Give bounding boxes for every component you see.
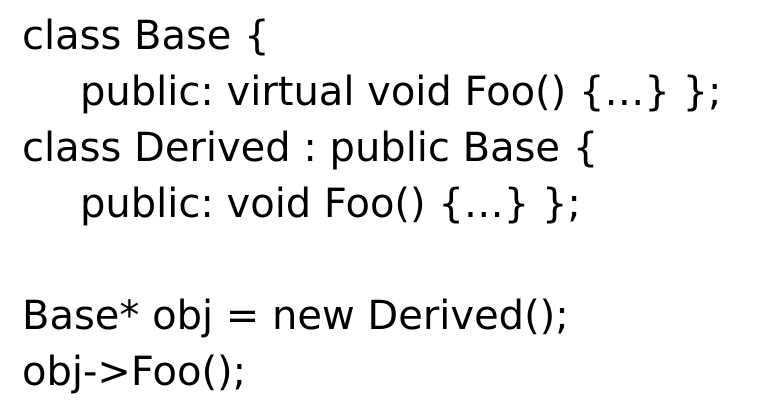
code-line-base-foo: public: virtual void Foo() {…} }; (80, 69, 722, 115)
code-line-class-derived: class Derived : public Base { (22, 125, 599, 171)
code-line-class-base: class Base { (22, 13, 270, 59)
code-line-obj-call: obj->Foo(); (22, 349, 247, 395)
code-line-obj-decl: Base* obj = new Derived(); (22, 293, 569, 339)
code-line-derived-foo: public: void Foo() {…} }; (80, 181, 581, 227)
